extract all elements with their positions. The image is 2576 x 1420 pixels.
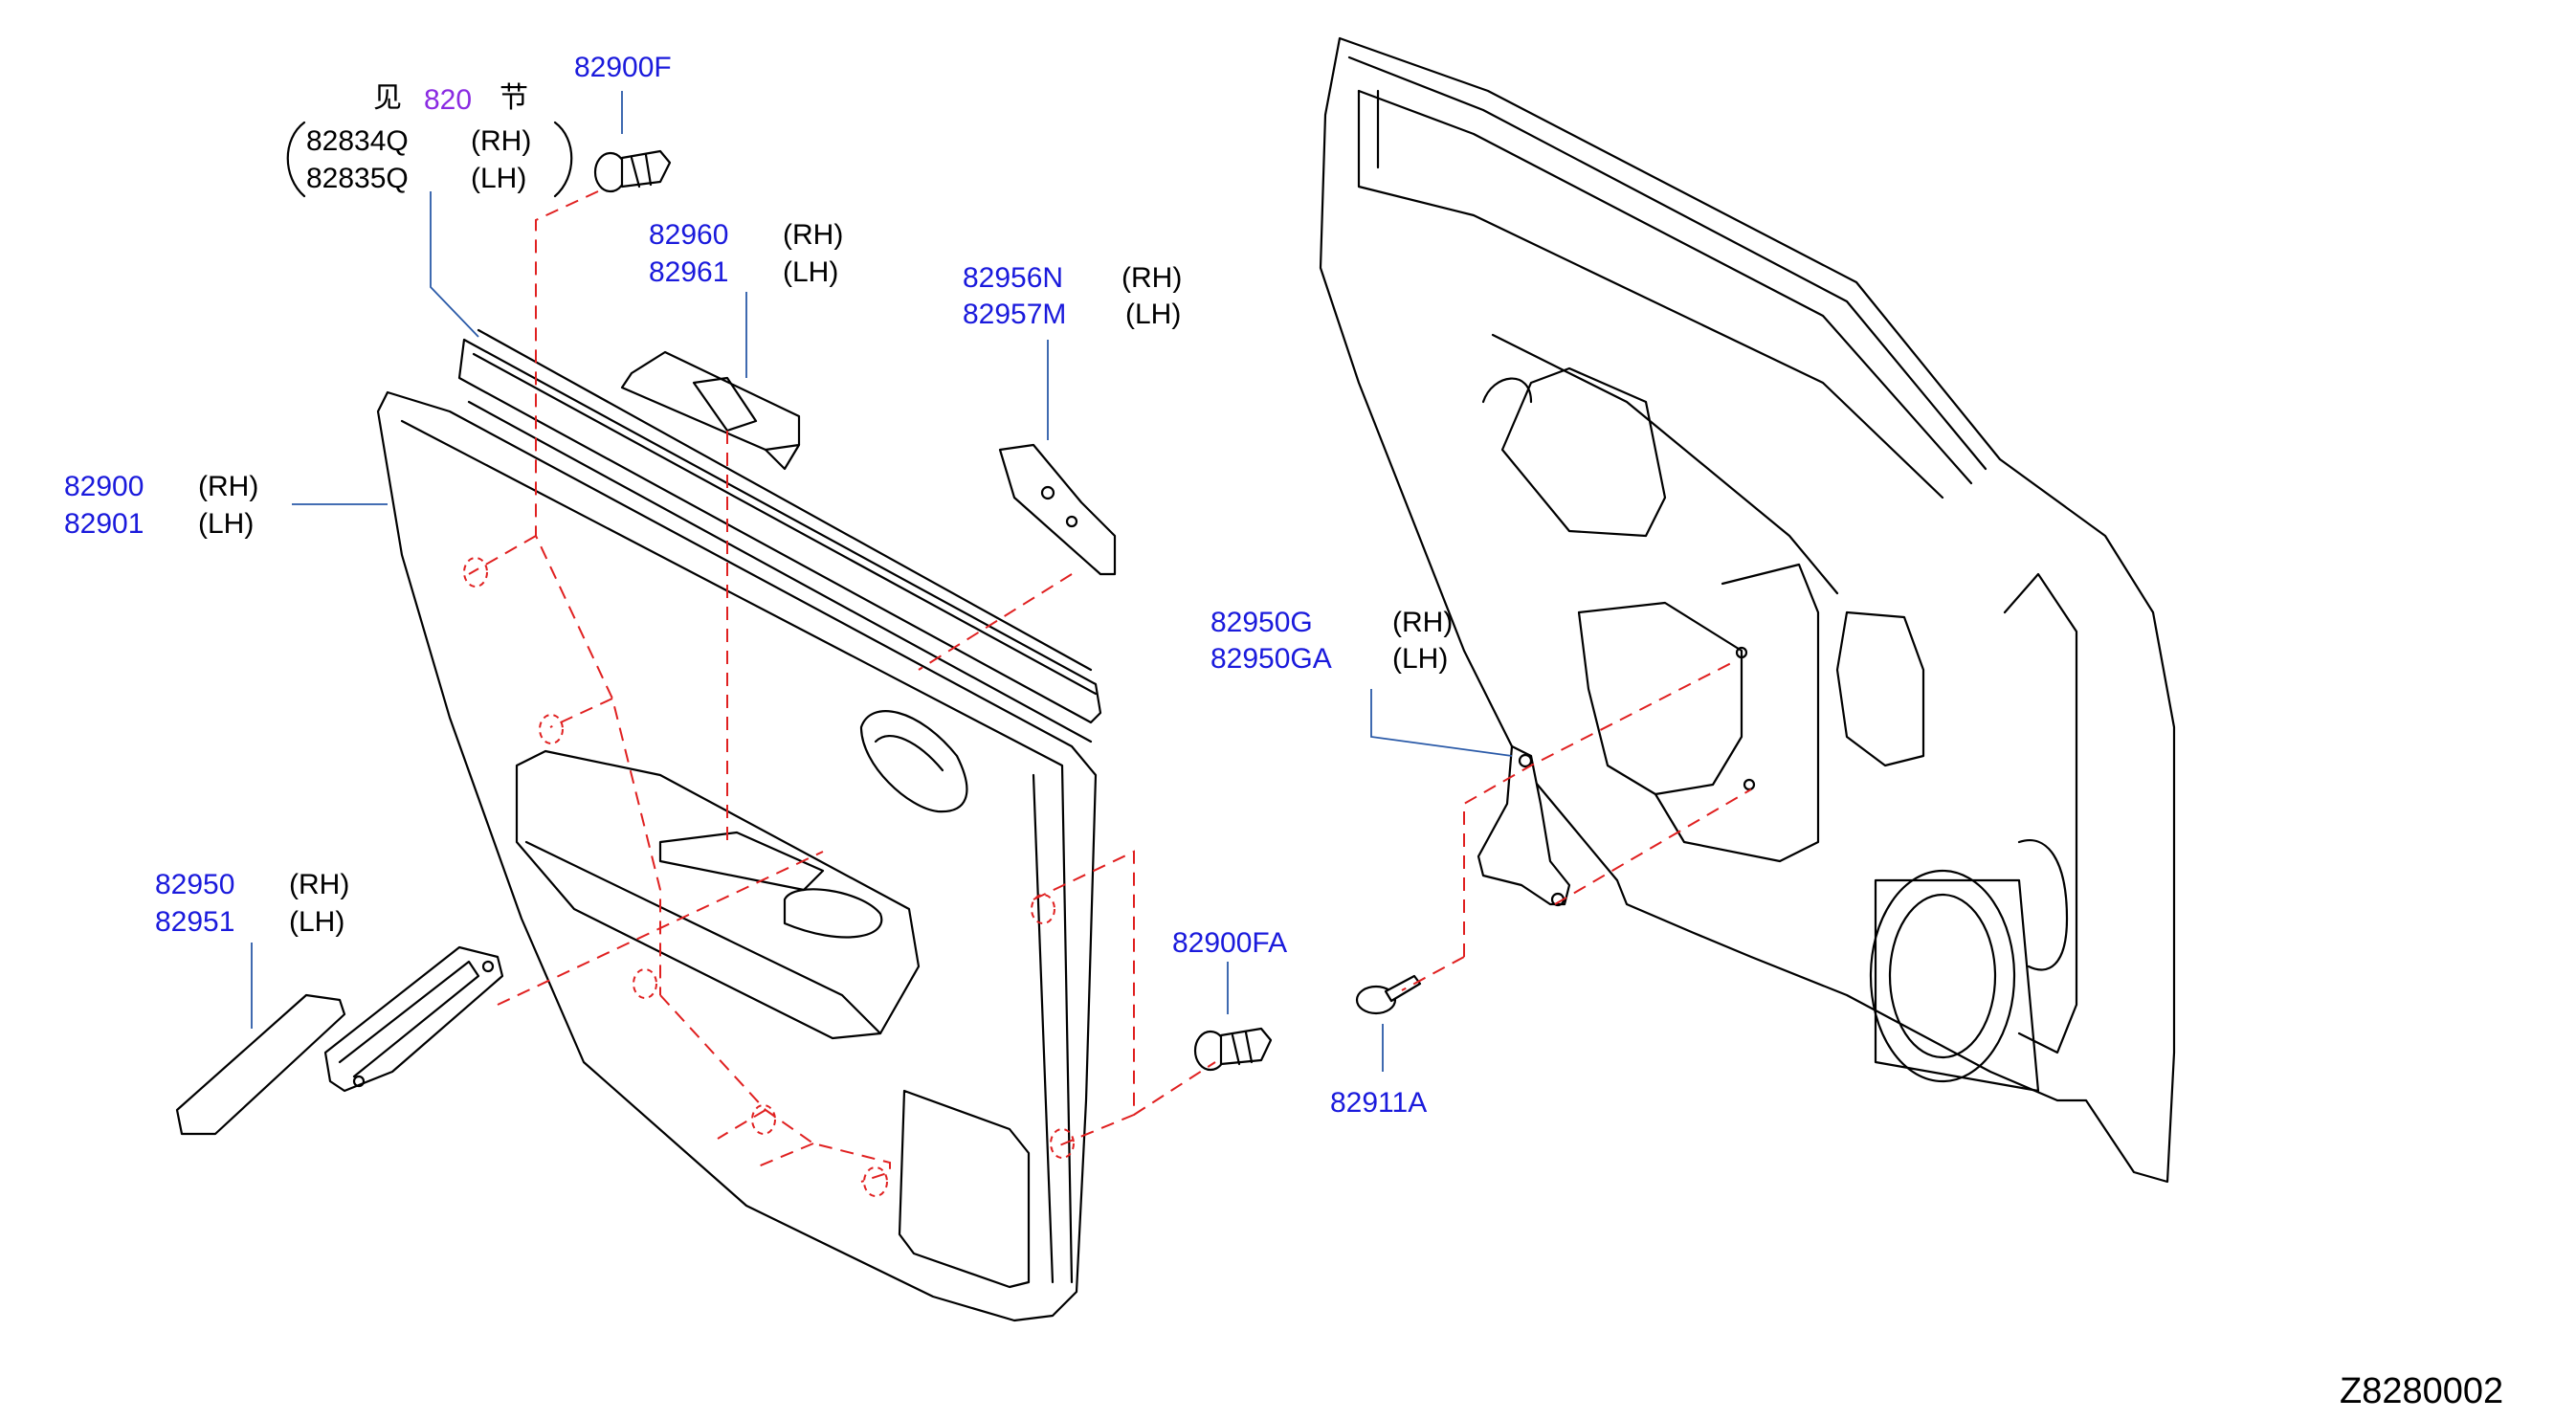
bracket-right — [553, 121, 573, 198]
part-number-82950G[interactable]: 82950G — [1210, 607, 1313, 638]
callout-door-finisher: 82900 (RH) 82901 (LH) — [64, 471, 258, 540]
section-ref-suffix: 节 — [500, 81, 528, 115]
side-lh: (LH) — [1125, 299, 1181, 330]
callout-clip-lower: 82900FA — [1172, 927, 1287, 959]
part-number-82911A[interactable]: 82911A — [1330, 1087, 1427, 1119]
upper-bracket-part — [998, 443, 1117, 576]
callout-clip-top: 82900F — [574, 52, 672, 83]
part-number-82901[interactable]: 82901 — [64, 508, 144, 540]
clip-lower-part — [1193, 1027, 1273, 1072]
part-number-82900F[interactable]: 82900F — [574, 52, 672, 83]
part-number-82957M[interactable]: 82957M — [963, 299, 1066, 330]
side-lh: (LH) — [471, 163, 526, 194]
side-lh: (LH) — [783, 256, 838, 288]
bracket-left — [286, 121, 306, 198]
side-lh: (LH) — [289, 906, 344, 938]
door-inner-panel — [1319, 36, 2176, 1184]
callout-finisher-trim: 82834Q (RH) 82835Q (LH) — [306, 125, 531, 194]
callout-upper-bracket: 82956N (RH) 82957M (LH) — [963, 262, 1182, 330]
diagram-code: Z8280002 — [2340, 1371, 2503, 1411]
part-number-82951[interactable]: 82951 — [155, 906, 234, 938]
part-number-82956N[interactable]: 82956N — [963, 262, 1063, 294]
pull-handle-part — [175, 945, 504, 1136]
side-rh: (RH) — [1121, 262, 1182, 294]
clip-top-part — [593, 149, 672, 193]
upper-finisher-strip — [457, 328, 1102, 724]
section-reference: 见 820 节 — [286, 81, 573, 198]
section-ref-number[interactable]: 820 — [424, 84, 472, 116]
part-number-82834Q[interactable]: 82834Q — [306, 125, 409, 157]
part-number-82961[interactable]: 82961 — [649, 256, 728, 288]
part-number-82900FA[interactable]: 82900FA — [1172, 927, 1287, 959]
leader-lines — [251, 91, 1513, 1072]
side-rh: (RH) — [198, 471, 258, 502]
part-number-82835Q[interactable]: 82835Q — [306, 163, 409, 194]
part-number-82950[interactable]: 82950 — [155, 869, 234, 900]
part-number-82950GA[interactable]: 82950GA — [1210, 643, 1332, 675]
door-finisher-panel — [376, 390, 1098, 1322]
part-number-82960[interactable]: 82960 — [649, 219, 728, 251]
side-rh: (RH) — [1392, 607, 1453, 638]
side-rh: (RH) — [289, 869, 349, 900]
callout-pull-handle-bracket: 82950G (RH) 82950GA (LH) — [1210, 607, 1453, 675]
side-lh: (LH) — [1392, 643, 1448, 675]
side-rh: (RH) — [471, 125, 531, 157]
window-switch-finisher — [620, 350, 801, 471]
callout-switch-finisher: 82960 (RH) 82961 (LH) — [649, 219, 843, 288]
callout-pull-handle: 82950 (RH) 82951 (LH) — [155, 869, 349, 938]
side-lh: (LH) — [198, 508, 254, 540]
assembly-lines — [463, 190, 1752, 1197]
section-ref-prefix: 见 — [373, 81, 402, 115]
part-number-82900[interactable]: 82900 — [64, 471, 144, 502]
side-rh: (RH) — [783, 219, 843, 251]
screw-part — [1355, 974, 1422, 1015]
callout-screw: 82911A — [1330, 1087, 1427, 1119]
